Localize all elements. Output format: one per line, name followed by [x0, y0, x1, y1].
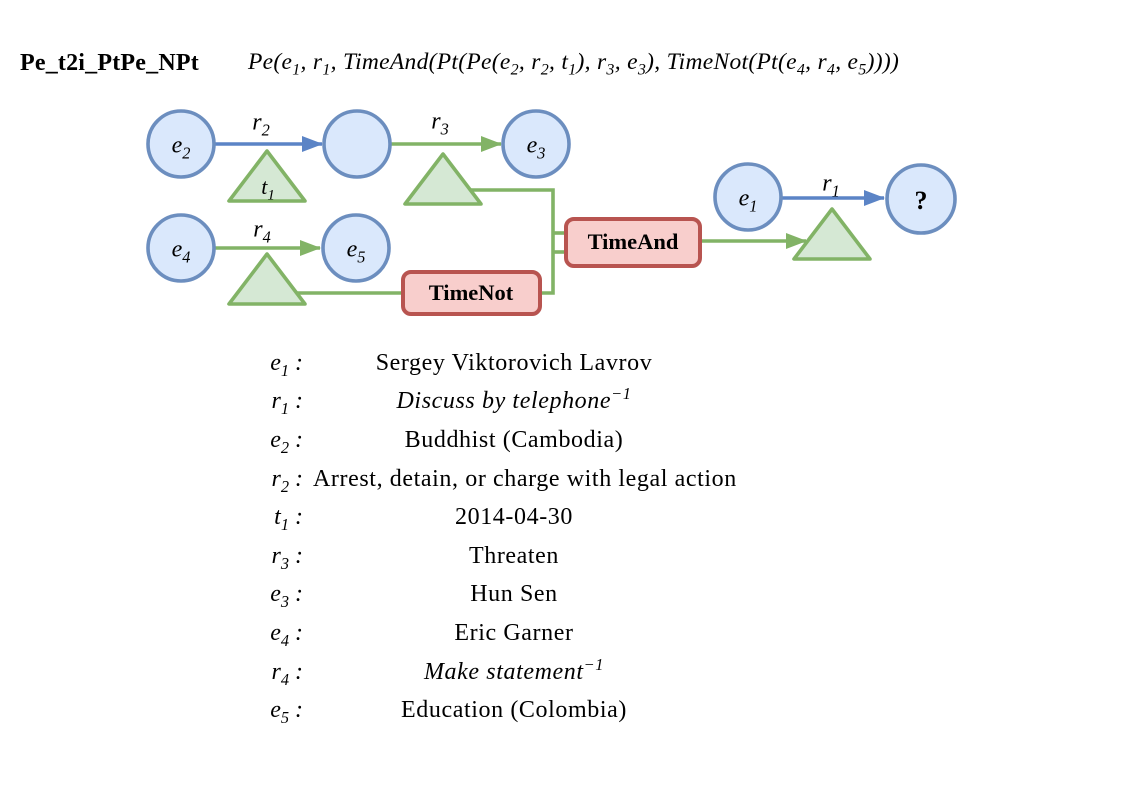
- legend-key: r4 :: [271, 658, 304, 689]
- entity-node-e3: [501, 109, 571, 179]
- timeand-operator-box: [564, 217, 702, 268]
- node-label-e3: e3: [526, 132, 546, 163]
- edge-label-r4: r4: [253, 216, 271, 247]
- legend-value: Sergey Viktorovich Lavrov: [375, 349, 653, 376]
- time-triangle-output: [792, 207, 872, 261]
- symbol-legend: e1 : Sergey Viktorovich Lavrov r1 : Discuss…: [245, 344, 737, 730]
- time-triangle-pt: [403, 152, 483, 206]
- legend-row: e2 : Buddhist (Cambodia): [245, 421, 715, 460]
- edge-label-r3: r3: [431, 108, 449, 139]
- legend-row: e5 : Education (Colombia): [245, 691, 715, 730]
- query-formula: Pe(e1, r1, TimeAnd(Pt(Pe(e2, r2, t1), r3…: [248, 49, 900, 79]
- timenot-operator-box: [401, 270, 542, 316]
- query-type-name: Pe_t2i_PtPe_NPt: [20, 50, 199, 76]
- entity-node-e5: [321, 213, 391, 283]
- legend-row: e1 : Sergey Viktorovich Lavrov: [245, 344, 715, 383]
- legend-key: e5 :: [270, 697, 303, 727]
- edge-label-r1: r1: [822, 170, 840, 201]
- legend-key: r2 :: [271, 465, 304, 496]
- legend-row: e4 : Eric Garner: [245, 614, 715, 653]
- legend-key: r3 :: [271, 542, 304, 573]
- legend-value: Buddhist (Cambodia): [404, 426, 624, 453]
- legend-row: r1 : Discuss by telephone−1: [245, 383, 715, 422]
- node-label-e2: e2: [171, 132, 191, 163]
- legend-value: Hun Sen: [470, 581, 558, 608]
- timenot-label: TimeNot: [428, 280, 514, 305]
- legend-row: e3 : Hun Sen: [245, 576, 715, 615]
- legend-row: r3 : Threaten: [245, 537, 715, 576]
- connector-pt-and-timenot: [455, 188, 555, 295]
- time-triangle-t1: [227, 149, 307, 203]
- timeand-label: TimeAnd: [587, 229, 679, 254]
- legend-key: t1 :: [274, 504, 303, 534]
- legend-value: Eric Garner: [454, 619, 574, 646]
- legend-value: Threaten: [468, 542, 560, 569]
- legend-key: e1 :: [270, 349, 303, 380]
- entity-node-e2: [146, 109, 216, 179]
- legend-value: 2014-04-30: [455, 504, 573, 531]
- legend-value: Arrest, detain, or charge with legal act…: [313, 465, 737, 492]
- legend-key: e4 :: [270, 619, 303, 650]
- time-triangle-npt: [227, 252, 307, 306]
- legend-row: r2 : Arrest, detain, or charge with legal…: [245, 460, 737, 499]
- legend-row: t1 : 2014-04-30: [245, 498, 715, 537]
- legend-key: e3 :: [270, 581, 303, 612]
- legend-value: Discuss by telephone−1: [396, 384, 632, 415]
- node-label-e4: e4: [171, 236, 191, 267]
- entity-node-e4: [146, 213, 216, 283]
- legend-value: Make statement−1: [423, 654, 605, 685]
- node-label-e5: e5: [346, 236, 366, 267]
- entity-node-target: [885, 163, 957, 235]
- legend-key: r1 :: [271, 388, 304, 419]
- node-label-e1: e1: [738, 185, 758, 216]
- entity-node-intermediate: [322, 109, 392, 179]
- entity-node-e1: [713, 162, 783, 232]
- legend-row: r4 : Make statement−1: [245, 653, 715, 692]
- node-label-target: ?: [914, 186, 928, 215]
- edge-label-r2: r2: [252, 109, 270, 140]
- time-label-t1: t1: [261, 174, 275, 204]
- legend-value: Education (Colombia): [401, 697, 627, 724]
- legend-key: e2 :: [270, 426, 303, 457]
